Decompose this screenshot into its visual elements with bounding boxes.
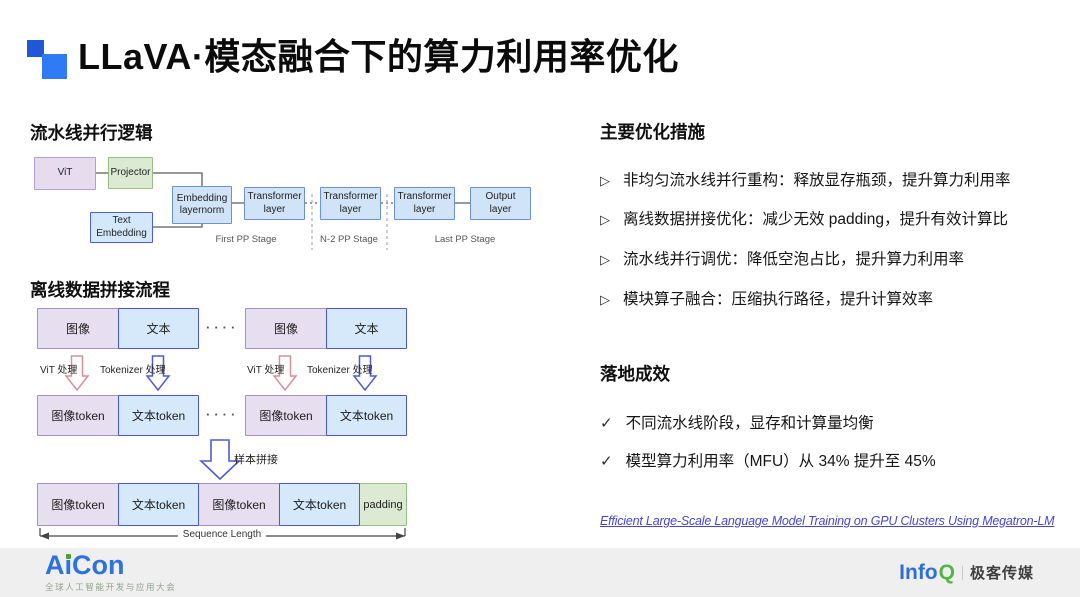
node-transformer-layer: Transformer layer bbox=[394, 187, 455, 220]
box-image-token: 图像token bbox=[37, 395, 119, 436]
box-text-token: 文本token bbox=[118, 395, 199, 436]
measure-item: ▷ 模块算子融合：压缩执行路径，提升计算效率 bbox=[600, 290, 1072, 310]
stage-label-n2: N-2 PP Stage bbox=[320, 234, 378, 245]
tokenizer-process-label: Tokenizer 处理 bbox=[100, 365, 166, 376]
result-item: ✓ 不同流水线阶段，显存和计算量均衡 bbox=[600, 414, 1072, 434]
box-text-token: 文本token bbox=[279, 483, 360, 526]
measure-text: 离线数据拼接优化：减少无效 padding，提升有效计算比 bbox=[623, 211, 1008, 228]
check-icon: ✓ bbox=[600, 453, 613, 470]
pipeline-section-heading: 流水线并行逻辑 bbox=[30, 123, 153, 143]
divider bbox=[961, 565, 963, 580]
infoq-logo: Info Q 极客传媒 bbox=[899, 562, 1034, 583]
box-padding: padding bbox=[359, 483, 407, 526]
node-transformer-layer: Transformer layer bbox=[244, 187, 305, 220]
result-text: 模型算力利用率（MFU）从 34% 提升至 45% bbox=[625, 453, 936, 470]
aicon-letter-i: ı bbox=[64, 550, 73, 580]
measure-text: 非均匀流水线并行重构：释放显存瓶颈，提升算力利用率 bbox=[623, 172, 1011, 189]
box-text: 文本 bbox=[118, 308, 199, 349]
result-text: 不同流水线阶段，显存和计算量均衡 bbox=[625, 415, 874, 432]
box-text-token: 文本token bbox=[118, 483, 199, 526]
box-image-token: 图像token bbox=[37, 483, 119, 526]
brand-square-icon bbox=[27, 40, 44, 57]
arrow-bullet-icon: ▷ bbox=[600, 212, 610, 227]
box-image: 图像 bbox=[245, 308, 327, 349]
aicon-tagline: 全球人工智能开发与应用大会 bbox=[45, 582, 177, 592]
stage-label-first: First PP Stage bbox=[215, 234, 277, 245]
infoq-q: Q bbox=[938, 561, 955, 584]
dataflow-section-heading: 离线数据拼接流程 bbox=[30, 280, 170, 300]
measure-text: 模块算子融合：压缩执行路径，提升计算效率 bbox=[623, 291, 934, 308]
measure-item: ▷ 离线数据拼接优化：减少无效 padding，提升有效计算比 bbox=[600, 210, 1072, 230]
box-image-token: 图像token bbox=[245, 395, 327, 436]
vit-process-label: ViT 处理 bbox=[247, 365, 285, 376]
box-text-token: 文本token bbox=[326, 395, 407, 436]
node-text-embedding: Text Embedding bbox=[90, 212, 153, 243]
measures-heading: 主要优化措施 bbox=[600, 122, 705, 142]
arrow-bullet-icon: ▷ bbox=[600, 173, 610, 188]
pipeline-connectors bbox=[96, 172, 470, 250]
box-image: 图像 bbox=[37, 308, 119, 349]
measure-item: ▷ 流水线并行调优：降低空泡占比，提升算力利用率 bbox=[600, 250, 1072, 270]
result-item: ✓ 模型算力利用率（MFU）从 34% 提升至 45% bbox=[600, 452, 1072, 472]
node-embedding-layernorm: Embedding layernorm bbox=[172, 186, 232, 224]
pipeline-diagram: ViT Projector Text Embedding Embedding l… bbox=[28, 150, 588, 262]
arrow-bullet-icon: ▷ bbox=[600, 292, 610, 307]
node-projector: Projector bbox=[108, 157, 153, 189]
concat-label: 样本拼接 bbox=[234, 454, 278, 466]
infoq-wordmark: Info bbox=[899, 561, 938, 584]
brand-square-icon bbox=[42, 54, 67, 79]
node-transformer-layer: Transformer layer bbox=[320, 187, 381, 220]
stage-label-last: Last PP Stage bbox=[434, 234, 496, 245]
aicon-letters-con: Con bbox=[72, 550, 125, 580]
measure-item: ▷ 非均匀流水线并行重构：释放显存瓶颈，提升算力利用率 bbox=[600, 171, 1072, 191]
aicon-letter-a: A bbox=[45, 550, 65, 580]
dataflow-diagram: 图像 文本 ···· 图像 文本 ViT 处理 Tokenizer 处理 ViT… bbox=[28, 300, 448, 550]
arrow-bullet-icon: ▷ bbox=[600, 252, 610, 267]
results-heading: 落地成效 bbox=[600, 364, 670, 384]
aicon-green-dot-icon bbox=[65, 554, 71, 559]
ellipsis: ···· bbox=[206, 407, 240, 422]
tokenizer-process-label: Tokenizer 处理 bbox=[307, 365, 373, 376]
page-title: LLaVA·模态融合下的算力利用率优化 bbox=[78, 36, 679, 77]
dataflow-arrows bbox=[39, 355, 406, 540]
box-text: 文本 bbox=[326, 308, 407, 349]
measure-text: 流水线并行调优：降低空泡占比，提升算力利用率 bbox=[623, 251, 965, 268]
node-output-layer: Output layer bbox=[470, 187, 531, 220]
check-icon: ✓ bbox=[600, 415, 613, 432]
infoq-media-name: 极客传媒 bbox=[969, 565, 1034, 582]
box-image-token: 图像token bbox=[198, 483, 280, 526]
vit-process-label: ViT 处理 bbox=[40, 365, 78, 376]
node-vit: ViT bbox=[34, 157, 96, 190]
ellipsis: ···· bbox=[206, 320, 240, 335]
sequence-length-label: Sequence Length bbox=[177, 529, 267, 540]
citation-link[interactable]: Efficient Large-Scale Language Model Tra… bbox=[600, 514, 1055, 528]
